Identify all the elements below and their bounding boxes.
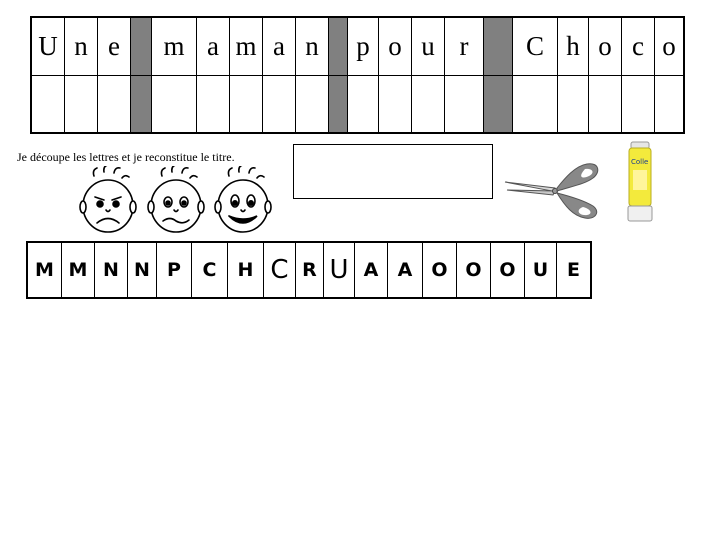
cutout-letter[interactable]: C	[263, 241, 296, 299]
title-cell: p	[347, 16, 379, 76]
word-separator	[130, 75, 152, 134]
word-separator	[483, 16, 513, 76]
word-separator	[483, 75, 513, 134]
title-cell: m	[229, 16, 263, 76]
cutout-letter[interactable]: H	[227, 241, 264, 299]
title-cell: h	[557, 16, 589, 76]
blank-cell[interactable]	[295, 75, 329, 134]
title-cell: a	[262, 16, 296, 76]
blank-cell[interactable]	[64, 75, 98, 134]
word-separator	[130, 16, 152, 76]
cutout-letter[interactable]: U	[524, 241, 557, 299]
answer-box[interactable]	[293, 144, 493, 199]
title-cell: n	[295, 16, 329, 76]
title-cell: c	[621, 16, 655, 76]
word-separator	[328, 75, 348, 134]
title-cell: U	[30, 16, 65, 76]
blank-cell[interactable]	[347, 75, 379, 134]
title-cell: u	[411, 16, 445, 76]
faces-icon	[79, 166, 272, 233]
cutout-letter[interactable]: M	[26, 241, 62, 299]
cutout-letter[interactable]: R	[295, 241, 324, 299]
happy-face-icon	[214, 166, 272, 233]
word-separator	[328, 16, 348, 76]
blank-cell[interactable]	[512, 75, 558, 134]
blank-cell[interactable]	[411, 75, 445, 134]
blank-cell[interactable]	[588, 75, 622, 134]
title-cell: a	[196, 16, 230, 76]
cutout-letter[interactable]: N	[127, 241, 157, 299]
title-cell: m	[151, 16, 197, 76]
cutout-letter[interactable]: C	[191, 241, 228, 299]
instruction-text: Je découpe les lettres et je reconstitue…	[17, 150, 235, 164]
unsure-face-icon	[147, 166, 205, 233]
title-cell: n	[64, 16, 98, 76]
title-cell: o	[378, 16, 412, 76]
blank-cell[interactable]	[444, 75, 484, 134]
title-letters-row: U n e m a m a n p o u r C h o c o	[30, 16, 685, 76]
blank-cell[interactable]	[262, 75, 296, 134]
cutout-letter[interactable]: N	[94, 241, 128, 299]
blank-cell[interactable]	[151, 75, 197, 134]
scissors-icon	[504, 163, 599, 219]
cutout-letters-grid: M M N N P C H C R U A A O O O U E	[26, 241, 592, 299]
blank-cell[interactable]	[654, 75, 685, 134]
title-cell: o	[588, 16, 622, 76]
cutout-letter[interactable]: O	[456, 241, 491, 299]
cutout-letter[interactable]: P	[156, 241, 192, 299]
blank-cell[interactable]	[557, 75, 589, 134]
blank-cell[interactable]	[229, 75, 263, 134]
title-cell: o	[654, 16, 685, 76]
cutout-letter[interactable]: E	[556, 241, 592, 299]
glue-label: Colle	[631, 158, 648, 166]
title-blank-row	[30, 75, 685, 134]
glue-stick-icon: Colle	[627, 141, 653, 222]
cutout-letter[interactable]: A	[387, 241, 423, 299]
title-grid: U n e m a m a n p o u r C h o c o	[30, 16, 685, 134]
blank-cell[interactable]	[196, 75, 230, 134]
cutout-letters-row: M M N N P C H C R U A A O O O U E	[26, 241, 592, 299]
title-cell: e	[97, 16, 131, 76]
sad-face-icon	[79, 166, 137, 233]
cutout-letter[interactable]: A	[354, 241, 388, 299]
cutout-letter[interactable]: O	[490, 241, 525, 299]
blank-cell[interactable]	[97, 75, 131, 134]
title-cell: r	[444, 16, 484, 76]
blank-cell[interactable]	[621, 75, 655, 134]
cutout-letter[interactable]: U	[323, 241, 355, 299]
title-cell: C	[512, 16, 558, 76]
blank-cell[interactable]	[30, 75, 65, 134]
blank-cell[interactable]	[378, 75, 412, 134]
cutout-letter[interactable]: O	[422, 241, 457, 299]
cutout-letter[interactable]: M	[61, 241, 95, 299]
